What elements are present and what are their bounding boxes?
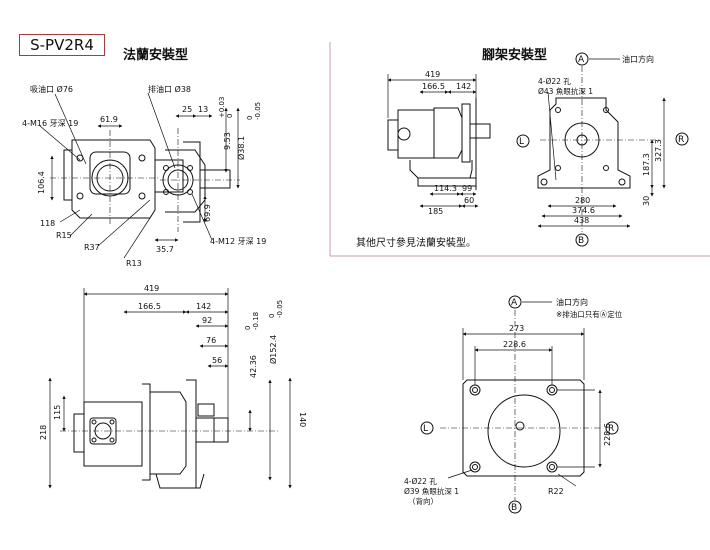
side-dim-56: 56 xyxy=(212,356,222,365)
end-dim-228-6-v: 228.6 xyxy=(603,423,612,446)
dim-69-9: 69.9 xyxy=(203,204,212,222)
end-port-l-text: L xyxy=(423,424,428,434)
foot-note: 其他尺寸參見法蘭安裝型。 xyxy=(356,236,476,249)
foot-dim-280: 280 xyxy=(575,196,590,205)
side-dim-166-5: 166.5 xyxy=(138,302,161,311)
end-port-r-text: R xyxy=(608,424,614,434)
side-dim-92: 92 xyxy=(202,316,212,325)
port-b-marker xyxy=(575,233,589,247)
discharge-port-label: 排油口 Ø38 xyxy=(148,84,191,94)
foot-end-texts: A 油口方向 4-Ø22 孔 Ø43 魚眼抗深 1 L R B 280 374.… xyxy=(356,54,684,249)
end-texts: A 油口方向 ※排油口只有Ⓐ定位 273 228.6 228.6 L R B 4… xyxy=(404,297,623,513)
side-dim-419: 419 xyxy=(144,284,159,293)
port-a-note: ※排油口只有Ⓐ定位 xyxy=(556,309,623,319)
foot-dim-60: 60 xyxy=(464,196,474,205)
side-dim-140: 140 xyxy=(298,412,307,427)
radius-15: R15 xyxy=(56,231,72,240)
radius-37: R37 xyxy=(84,243,100,252)
flange-mount-title: 法蘭安裝型 xyxy=(123,48,189,63)
foot-dim-166-5: 166.5 xyxy=(422,82,445,91)
dim-118: 118 xyxy=(40,219,55,228)
port-a-marker xyxy=(575,52,589,66)
dim-106-4: 106.4 xyxy=(37,171,46,194)
foot-hole-label: 4-Ø22 孔 xyxy=(538,77,571,86)
foot-side-dimension-lines xyxy=(387,74,479,208)
side-dimension-lines xyxy=(48,288,292,489)
end-centerlines xyxy=(440,310,600,500)
end-port-b-marker xyxy=(508,500,522,514)
radius-13: R13 xyxy=(126,259,142,268)
port-direction-bottom: 油口方向 xyxy=(556,297,588,307)
dim-38-1: Ø38.1 xyxy=(236,136,246,160)
side-tol-42-36-hi: 0 xyxy=(244,326,252,330)
dim-25: 25 xyxy=(182,105,192,114)
tol-9-53-lo: 0 xyxy=(226,114,234,118)
dim-61-9: 61.9 xyxy=(100,115,118,124)
foot-mount-title: 腳架安裝型 xyxy=(482,48,548,63)
model-label: S-PV2R4 xyxy=(19,34,105,56)
foot-dim-99: 99 xyxy=(462,184,472,193)
foot-end-centerlines xyxy=(540,66,660,232)
foot-dim-30: 30 xyxy=(642,196,651,206)
side-dim-142: 142 xyxy=(196,302,211,311)
back-side-label: （背向） xyxy=(408,496,438,506)
port-b-text-top: B xyxy=(578,236,584,246)
port-direction-top: 油口方向 xyxy=(622,54,654,64)
port-l-marker xyxy=(516,134,530,148)
end-dimension-lines xyxy=(447,301,602,487)
m16-bolt-label: 4-M16 牙深 19 xyxy=(22,119,78,128)
end-port-b-text: B xyxy=(511,503,517,513)
side-dim-76: 76 xyxy=(206,336,216,345)
side-tol-152-4-lo: -0.05 xyxy=(276,300,284,318)
flange-dimension-lines xyxy=(39,92,240,259)
side-dim-115: 115 xyxy=(53,405,62,420)
flange-centerlines xyxy=(50,128,240,232)
foot-dim-374-6: 374.6 xyxy=(572,206,595,215)
side-dim-218: 218 xyxy=(39,425,48,440)
end-hole-label: 4-Ø22 孔 xyxy=(404,477,437,486)
foot-dim-142: 142 xyxy=(456,82,471,91)
foot-side-view xyxy=(387,98,491,190)
end-view xyxy=(420,295,619,514)
foot-counterbore-label: Ø43 魚眼抗深 1 xyxy=(538,86,593,96)
foot-end-dimension-lines xyxy=(537,58,666,228)
end-radius-22: R22 xyxy=(548,487,564,496)
foot-dim-438: 438 xyxy=(574,216,589,225)
side-dim-152-4: Ø152.4 xyxy=(268,335,278,364)
side-view xyxy=(73,379,229,489)
end-port-l-marker xyxy=(420,421,434,435)
dim-9-53: 9.53 xyxy=(223,132,232,150)
port-l-text-top: L xyxy=(519,137,524,147)
m12-bolt-label: 4-M12 牙深 19 xyxy=(210,237,266,246)
end-dim-228-6-h: 228.6 xyxy=(503,340,526,349)
foot-dim-419: 419 xyxy=(425,70,440,79)
foot-dim-327-3: 327.3 xyxy=(654,139,663,162)
foot-dim-187-3: 187.3 xyxy=(642,153,651,176)
suction-port-label: 吸油口 Ø76 xyxy=(30,84,73,94)
side-dim-42-36: 42.36 xyxy=(249,355,258,378)
end-dim-273: 273 xyxy=(509,324,524,333)
foot-section-frame xyxy=(329,42,710,257)
end-port-a-marker xyxy=(508,295,522,309)
tol-38-1-lo: -0.05 xyxy=(254,102,262,120)
side-tol-42-36-lo: -0.18 xyxy=(252,312,260,330)
end-counterbore-label: Ø39 魚眼抗深 1 xyxy=(404,486,459,496)
tol-9-53-hi: +0.03 xyxy=(218,97,226,118)
foot-dim-185: 185 xyxy=(428,207,443,216)
port-r-text-top: R xyxy=(678,135,684,145)
end-port-r-marker xyxy=(605,421,619,435)
side-texts: 419 166.5 142 92 76 56 42.36 0 -0.18 Ø15… xyxy=(39,284,307,440)
foot-dim-114-3: 114.3 xyxy=(434,184,457,193)
dim-13: 13 xyxy=(198,105,208,114)
foot-side-texts: 419 166.5 142 114.3 99 185 60 xyxy=(422,70,474,216)
port-r-marker xyxy=(675,132,689,146)
tol-38-1-hi: 0 xyxy=(246,116,254,120)
side-tol-152-4-hi: 0 xyxy=(268,314,276,318)
flange-texts: 吸油口 Ø76 排油口 Ø38 4-M16 牙深 19 61.9 25 13 1… xyxy=(22,84,266,268)
dim-35-7: 35.7 xyxy=(156,245,174,254)
port-a-text-top: A xyxy=(578,55,585,65)
end-port-a-text: A xyxy=(511,298,518,308)
